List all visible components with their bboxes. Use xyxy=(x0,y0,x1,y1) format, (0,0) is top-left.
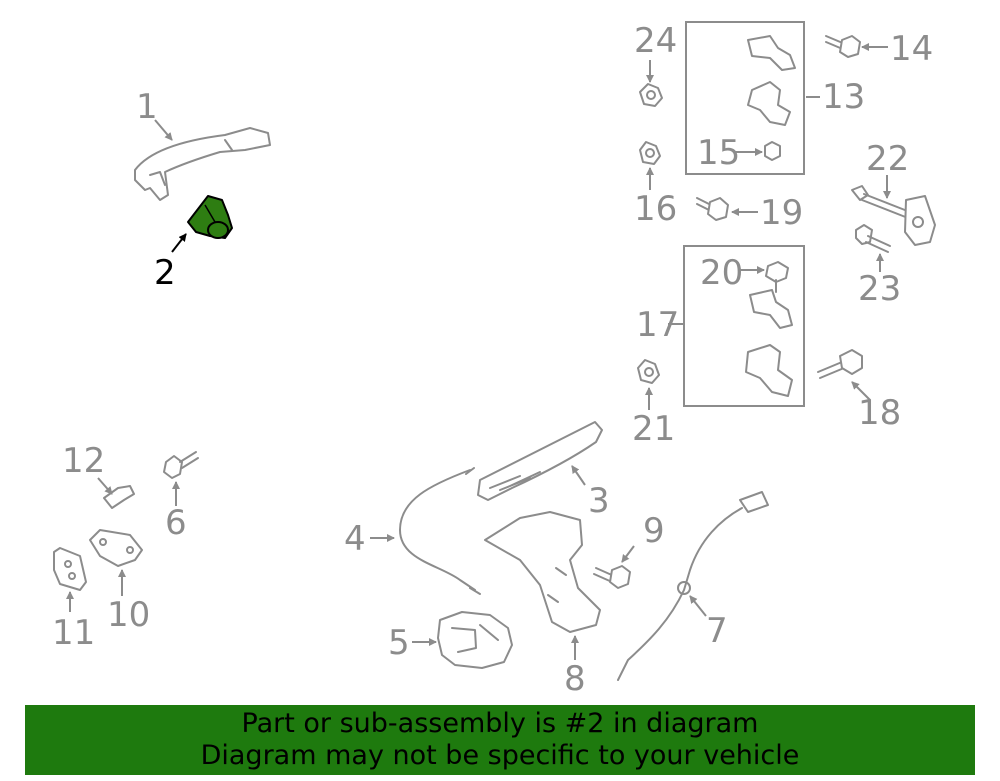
part-16-nut[interactable] xyxy=(639,141,661,165)
callout-15: 15 xyxy=(697,133,740,173)
part-19-bolt[interactable] xyxy=(696,197,729,221)
part-23-bolt[interactable] xyxy=(855,224,891,253)
callout-21: 21 xyxy=(632,409,675,449)
part-4-cable[interactable] xyxy=(399,467,481,595)
banner-line-1: Part or sub-assembly is #2 in diagram xyxy=(241,708,759,739)
callout-6: 6 xyxy=(165,503,187,543)
part-1-outside-handle[interactable] xyxy=(134,127,271,201)
box-13 xyxy=(685,21,805,175)
info-banner: Part or sub-assembly is #2 in diagram Di… xyxy=(25,705,975,775)
part-8-bracket[interactable] xyxy=(484,511,601,633)
callout-5: 5 xyxy=(388,623,410,663)
callout-16: 16 xyxy=(634,189,677,229)
part-2-handle-cap[interactable] xyxy=(187,195,233,239)
part-9-bolt[interactable] xyxy=(593,565,631,589)
callout-24: 24 xyxy=(634,21,677,61)
part-21-nut[interactable] xyxy=(637,359,660,384)
callout-10: 10 xyxy=(107,595,150,635)
callout-9: 9 xyxy=(643,511,665,551)
callout-13: 13 xyxy=(822,77,865,117)
part-7-wire[interactable] xyxy=(617,491,769,681)
callout-4: 4 xyxy=(344,519,366,559)
callout-1: 1 xyxy=(136,87,158,127)
callout-19: 19 xyxy=(760,193,803,233)
part-22-door-check[interactable] xyxy=(851,185,936,246)
callout-18: 18 xyxy=(858,393,901,433)
part-3-handle-reinforcement[interactable] xyxy=(477,421,603,501)
callout-11: 11 xyxy=(52,613,95,653)
part-6-screw[interactable] xyxy=(163,451,199,479)
part-11-pad[interactable] xyxy=(53,547,87,591)
callout-22: 22 xyxy=(866,139,909,179)
banner-line-2: Diagram may not be specific to your vehi… xyxy=(200,740,800,771)
part-18-bolt[interactable] xyxy=(817,349,863,379)
callout-7: 7 xyxy=(706,611,728,651)
callout-23: 23 xyxy=(858,269,901,309)
part-17-bracket[interactable] xyxy=(745,289,793,397)
part-13-bracket[interactable] xyxy=(747,35,796,126)
box-17 xyxy=(683,245,805,407)
callout-2: 2 xyxy=(154,253,176,293)
part-12-clip[interactable] xyxy=(103,485,135,509)
part-15-bolt[interactable] xyxy=(764,141,781,161)
callout-12: 12 xyxy=(62,441,105,481)
part-10-bracket[interactable] xyxy=(89,529,143,567)
part-24-nut[interactable] xyxy=(639,83,663,107)
callout-20: 20 xyxy=(700,253,743,293)
part-20-bolt[interactable] xyxy=(765,261,789,293)
part-14-bolt[interactable] xyxy=(825,35,861,58)
callout-8: 8 xyxy=(564,659,586,699)
callout-14: 14 xyxy=(890,29,933,69)
part-5-latch[interactable] xyxy=(437,611,513,669)
callout-17: 17 xyxy=(636,305,679,345)
callout-3: 3 xyxy=(588,481,610,521)
